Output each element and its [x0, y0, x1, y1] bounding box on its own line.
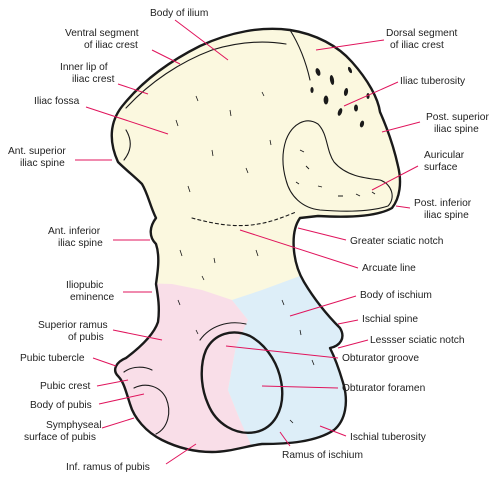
leader-obturator-foramen: [261, 385, 339, 389]
label-post-inf-spine: Post. inferior: [414, 198, 472, 209]
auricular-texture: [295, 149, 376, 197]
leader-pubic-tubercle: [92, 357, 117, 367]
leader-greater-sciatic: [297, 227, 347, 241]
label-inf-ramus: Inf. ramus of pubis: [66, 462, 150, 473]
label-inner-lip: Inner lip of: [60, 62, 108, 73]
leader-pubic-crest: [96, 379, 129, 387]
leader-symphyseal: [101, 417, 135, 429]
leader-body-of-pubis: [98, 393, 145, 405]
label-iliopubic: Iliopubic: [66, 280, 103, 291]
auricular-surface-outline: [282, 120, 393, 212]
label-pubic-crest: Pubic crest: [40, 381, 91, 392]
leader-lines-right: [225, 39, 421, 447]
label-ant-sup-spine: Ant. superior: [8, 146, 66, 157]
label-sup-ramus-2: of pubis: [68, 332, 104, 343]
label-obturator-groove: Obturator groove: [342, 353, 419, 364]
leader-ventral-segment: [151, 49, 181, 65]
label-body-of-ischium: Body of ischium: [360, 290, 432, 301]
arcuate-line: [191, 211, 297, 227]
label-dorsal-segment-2: of iliac crest: [390, 40, 444, 51]
label-ramus-ischium: Ramus of ischium: [282, 450, 363, 461]
label-ant-sup-spine-2: iliac spine: [20, 158, 65, 169]
label-post-sup-spine-2: iliac spine: [434, 124, 479, 135]
label-dorsal-segment: Dorsal segment: [386, 28, 458, 39]
symphyseal-surface: [133, 384, 170, 435]
leader-dorsal-segment: [315, 39, 385, 51]
leader-arcuate-line: [239, 229, 359, 269]
label-ventral-segment: Ventral segment: [65, 28, 139, 39]
label-iliac-tuberosity: Iliac tuberosity: [400, 76, 466, 87]
label-ant-inf-spine-2: iliac spine: [58, 238, 103, 249]
label-iliopubic-2: eminence: [70, 292, 115, 303]
label-pubic-tubercle: Pubic tubercle: [20, 353, 85, 364]
ischium-region: [228, 276, 360, 452]
labels-right: Dorsal segment of iliac crest Iliac tube…: [282, 28, 489, 461]
leader-ischial-spine: [337, 319, 359, 325]
shading: [175, 91, 315, 424]
label-sup-ramus: Superior ramus: [38, 320, 108, 331]
label-ischial-spine: Ischial spine: [362, 314, 418, 325]
label-symphyseal-2: surface of pubis: [24, 432, 96, 443]
label-ventral-segment-2: of iliac crest: [84, 40, 138, 51]
label-body-of-pubis: Body of pubis: [30, 400, 92, 411]
label-symphyseal: Symphyseal: [46, 420, 102, 431]
crest-line: [289, 29, 311, 81]
obturator-foramen: [200, 331, 284, 434]
leader-iliac-tuberosity: [343, 81, 399, 107]
label-greater-sciatic: Greater sciatic notch: [350, 236, 443, 247]
leader-sup-ramus: [112, 329, 163, 341]
label-post-inf-spine-2: iliac spine: [424, 210, 469, 221]
label-ant-inf-spine: Ant. inferior: [48, 226, 101, 237]
leader-ramus-ischium: [279, 431, 291, 447]
leader-ischial-tuberosity: [319, 425, 347, 437]
leader-obturator-groove: [225, 345, 339, 359]
label-lesser-sciatic: Lessser sciatic notch: [370, 335, 465, 346]
hip-bone-outline: [110, 27, 402, 454]
leader-iliac-fossa: [85, 106, 169, 135]
label-ischial-tuberosity: Ischial tuberosity: [350, 432, 427, 443]
leader-inner-lip: [117, 83, 149, 95]
leader-body-of-ischium: [289, 295, 357, 317]
label-auricular: Auricular: [424, 150, 465, 161]
inner-lip-line: [125, 41, 287, 109]
labels-left: Body of ilium Ventral segment of iliac c…: [8, 8, 208, 473]
label-post-sup-spine: Post. superior: [426, 112, 489, 123]
leader-auricular: [371, 165, 419, 191]
asis-contour: [123, 129, 131, 161]
obturator-groove-line: [199, 322, 247, 341]
pubic-crest-line: [123, 366, 153, 373]
leader-post-sup-spine: [381, 121, 421, 133]
label-auricular-2: surface: [424, 162, 458, 173]
leader-lines: [75, 19, 229, 465]
label-obturator-foramen: Obturator foramen: [342, 383, 425, 394]
leader-body-of-ilium: [174, 19, 229, 61]
leader-lesser-sciatic: [337, 339, 369, 349]
label-inner-lip-2: iliac crest: [72, 74, 115, 85]
label-arcuate-line: Arcuate line: [362, 263, 416, 274]
leader-post-inf-spine: [395, 205, 411, 209]
label-body-of-ilium: Body of ilium: [150, 8, 208, 19]
label-iliac-fossa: Iliac fossa: [34, 96, 80, 107]
leader-inf-ramus: [165, 443, 197, 465]
